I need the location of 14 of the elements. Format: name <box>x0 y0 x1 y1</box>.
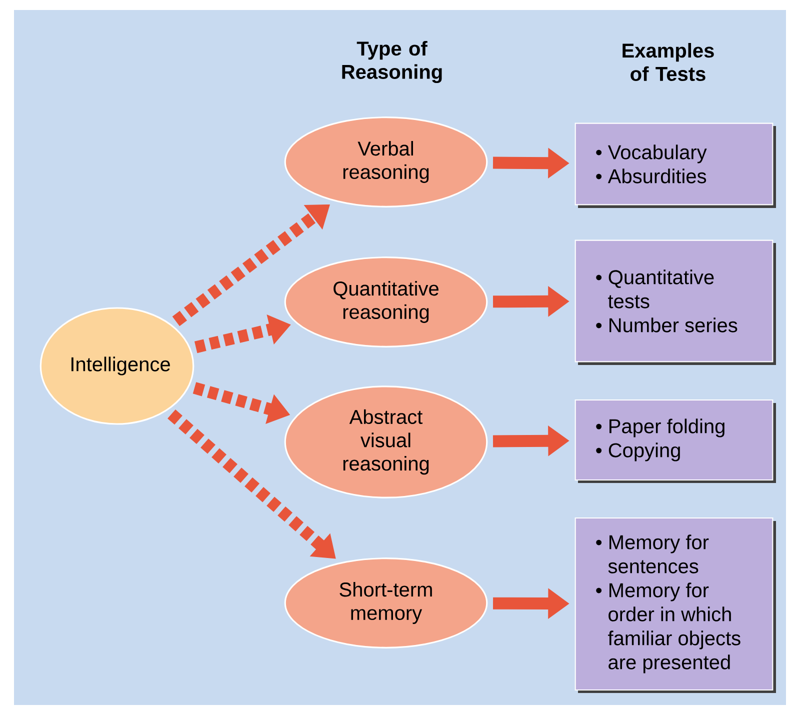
list-item: • Memory for sentences <box>596 534 709 574</box>
column-heading: Examples of Tests <box>622 43 714 81</box>
test-box <box>574 122 776 208</box>
test-box <box>574 240 776 365</box>
column-heading: Type of Reasoning <box>342 40 442 84</box>
test-box <box>574 517 776 693</box>
list-item: • Quantitative tests <box>596 270 714 308</box>
test-box <box>574 399 776 483</box>
list-item: • Number series <box>596 318 738 332</box>
list-item: • Vocabulary <box>596 144 707 164</box>
list-item: • Memory for order in which familiar objects are presented <box>596 582 740 674</box>
list-item: • Paper folding <box>596 418 724 438</box>
list-item: • Absurdities <box>596 168 706 184</box>
list-item: • Copying <box>596 442 680 462</box>
